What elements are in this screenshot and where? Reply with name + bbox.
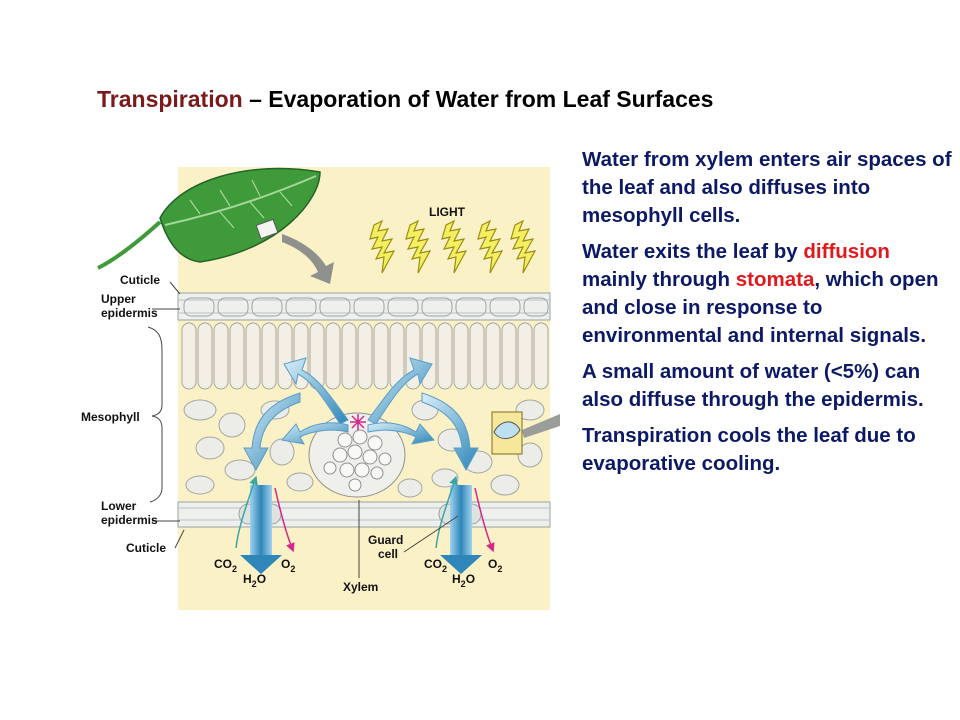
title-main: Transpiration: [97, 86, 243, 112]
paragraph-2-text-a: Water exits the leaf by: [582, 240, 804, 263]
guard-cell-label-line2: cell: [378, 547, 398, 561]
stoma-detail-inset: [491, 411, 560, 455]
water-flow-arrows: [243, 357, 479, 472]
palisade-mesophyll: [181, 322, 549, 390]
upper-epidermis-layer: [177, 292, 551, 321]
o2-label-right: O2: [488, 557, 502, 574]
light-rays-icon: [369, 219, 537, 274]
slide-title: Transpiration – Evaporation of Water fro…: [97, 86, 713, 113]
paragraph-2-text-c: , which open and close in response to en…: [582, 268, 939, 347]
keyword-stomata: stomata: [735, 268, 815, 291]
xylem-down-arrow-left: [240, 485, 282, 574]
co2-label-left: CO2: [214, 557, 237, 574]
label-leader-lines: [147, 281, 459, 578]
mesophyll-label: Mesophyll: [81, 410, 140, 424]
co2-label-right: CO2: [424, 557, 447, 574]
xylem-label: Xylem: [343, 580, 378, 594]
vascular-bundle: [308, 412, 406, 498]
paragraph-2-text-b: mainly through: [582, 268, 736, 291]
lower-epidermis-layer: [177, 501, 551, 528]
guard-cell-label-line1: Guard: [368, 533, 403, 547]
paragraph-epidermis-diffusion: A small amount of water (<5%) can also d…: [582, 360, 924, 411]
explanation-panel: Water from xylem enters air spaces of th…: [582, 146, 952, 486]
xylem-down-arrow-right: [440, 485, 482, 574]
upper-epidermis-label-line2: epidermis: [101, 306, 158, 320]
paragraph-xylem-entry: Water from xylem enters air spaces of th…: [582, 148, 952, 227]
paragraph-evaporative-cooling: Transpiration cools the leaf due to evap…: [582, 424, 916, 475]
junction-star: [350, 414, 366, 430]
title-subtitle: Evaporation of Water from Leaf Surfaces: [268, 86, 714, 112]
cuticle-bottom-label: Cuticle: [126, 541, 166, 555]
o2-label-left: O2: [281, 557, 295, 574]
keyword-diffusion: diffusion: [803, 240, 890, 263]
leaf-cross-section-diagram: LIGHT Cuticle Upper epidermis Mesophyll …: [81, 167, 560, 610]
lower-epidermis-label-line1: Lower: [101, 499, 137, 513]
light-label: LIGHT: [429, 205, 466, 219]
cuticle-top-label: Cuticle: [120, 273, 160, 287]
title-separator: –: [242, 86, 269, 112]
h2o-label-right: H2O: [452, 572, 475, 589]
upper-epidermis-label-line1: Upper: [101, 292, 136, 306]
h2o-label-left: H2O: [243, 572, 266, 589]
figure-labels: LIGHT Cuticle Upper epidermis Mesophyll …: [81, 205, 502, 594]
spongy-mesophyll: [183, 399, 545, 498]
leaf-icon: [97, 167, 321, 270]
paragraph-stomata-diffusion: Water exits the leaf by diffusion mainly…: [582, 238, 952, 350]
magnify-pointer-arrow: [282, 234, 334, 284]
gas-exchange-arrows: [235, 475, 495, 553]
lower-epidermis-label-line2: epidermis: [101, 513, 158, 527]
